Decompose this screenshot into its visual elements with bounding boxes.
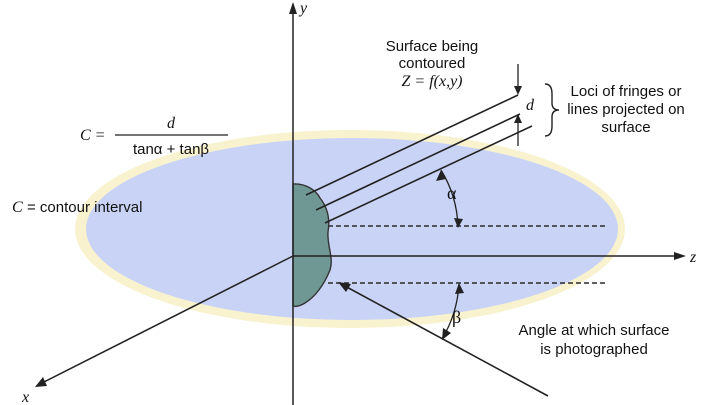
contour-interval-symbol: C	[12, 199, 23, 216]
z-axis-label: z	[689, 249, 697, 266]
loci-label-line3: surface	[601, 119, 650, 136]
x-axis-label: x	[21, 389, 29, 405]
loci-label-line1: Loci of fringes or	[571, 83, 682, 100]
formula-numerator: d	[167, 115, 176, 132]
d-arrow-bottom-head	[514, 114, 522, 123]
x-axis	[39, 255, 294, 385]
formula-denominator: tanα + tanβ	[133, 141, 209, 158]
beta-label: β	[452, 307, 461, 327]
y-axis-arrow	[289, 2, 297, 14]
beta-arc-head-bottom	[442, 328, 451, 340]
d-spacing-label: d	[526, 97, 535, 114]
camera-line-head	[338, 282, 351, 292]
fringe-line-1	[305, 94, 519, 196]
alpha-arc-head-top	[436, 170, 446, 181]
surface-label-line1: Surface being	[386, 38, 479, 55]
y-axis-label: y	[298, 0, 308, 17]
alpha-arc-head-bottom	[454, 218, 463, 228]
loci-label-line2: lines projected on	[567, 101, 685, 118]
surface-equation: Z = f(x,y)	[402, 73, 463, 90]
fringe-line-2	[315, 113, 521, 211]
formula-lhs: C =	[80, 127, 105, 144]
surface-label-line2: contoured	[399, 55, 466, 72]
z-axis-arrow	[674, 252, 686, 260]
beta-arc-head-top	[455, 283, 464, 294]
alpha-label: α	[447, 183, 457, 203]
projection-field	[86, 138, 618, 320]
x-axis-arrow	[35, 377, 47, 387]
loci-brace	[544, 83, 560, 137]
photo-label-line2: is photographed	[540, 341, 648, 358]
contoured-surface	[292, 183, 332, 308]
d-arrow-top-head	[514, 86, 522, 95]
fringe-line-3	[324, 125, 533, 224]
contour-interval-text: = contour interval	[27, 199, 142, 216]
camera-line	[342, 284, 549, 397]
photo-label-line1: Angle at which surface	[519, 322, 670, 339]
